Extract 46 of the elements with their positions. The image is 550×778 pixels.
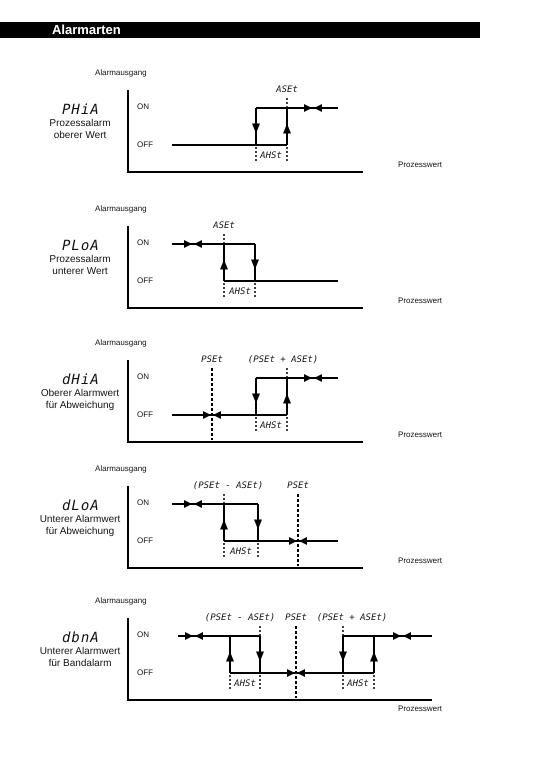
axis-label: Alarmausgang: [95, 464, 147, 474]
parameter-label: PSEt: [201, 355, 223, 366]
parameter-code: dbnA: [62, 630, 100, 646]
axis-label: OFF: [137, 668, 153, 678]
alarm-description: Unterer Alarmwert für Bandalarm: [38, 646, 122, 669]
axis-label: OFF: [137, 536, 153, 546]
parameter-code: PHiA: [62, 102, 100, 118]
axis-label: Prozesswert: [398, 160, 442, 170]
axis-label: Prozesswert: [398, 296, 442, 306]
axis-label: ON: [137, 102, 149, 112]
parameter-label: PSEt: [285, 613, 307, 624]
parameter-label: AHSt: [234, 679, 256, 690]
axis-label: Alarmausgang: [95, 596, 147, 606]
alarm-description: Prozessalarm unterer Wert: [48, 254, 112, 277]
alarm-description: Oberer Alarmwert für Abweichung: [40, 388, 120, 411]
axis-label: ON: [137, 630, 149, 640]
axis-label: OFF: [137, 410, 153, 420]
parameter-label: ASEt: [276, 85, 298, 96]
alarm-description: Unterer Alarmwert für Abweichung: [38, 514, 122, 537]
parameter-code: dHiA: [62, 372, 100, 388]
parameter-label: AHSt: [260, 151, 282, 162]
parameter-label: (PSEt - ASEt): [192, 481, 264, 492]
axis-label: ON: [137, 498, 149, 508]
axis-label: Prozesswert: [398, 704, 442, 714]
parameter-label: PSEt: [287, 481, 309, 492]
parameter-label: AHSt: [260, 421, 282, 432]
parameter-label: AHSt: [230, 547, 252, 558]
parameter-label: (PSEt + ASEt): [316, 613, 388, 624]
parameter-label: AHSt: [229, 287, 251, 298]
axis-label: ON: [137, 372, 149, 382]
axis-label: Prozesswert: [398, 556, 442, 566]
axis-label: OFF: [137, 140, 153, 150]
alarm-description: Prozessalarm oberer Wert: [48, 118, 112, 141]
parameter-label: AHSt: [347, 679, 369, 690]
axis-label: OFF: [137, 276, 153, 286]
axis-label: ON: [137, 238, 149, 248]
axis-label: Alarmausgang: [95, 338, 147, 348]
parameter-label: ASEt: [213, 221, 235, 232]
axis-label: Prozesswert: [398, 430, 442, 440]
axis-label: Alarmausgang: [95, 68, 147, 78]
axis-label: Alarmausgang: [95, 204, 147, 214]
parameter-code: PLoA: [62, 238, 100, 254]
parameter-label: (PSEt - ASEt): [204, 613, 276, 624]
parameter-label: (PSEt + ASEt): [248, 355, 318, 366]
section-title: Alarmarten: [52, 23, 121, 37]
parameter-code: dLoA: [62, 498, 100, 514]
